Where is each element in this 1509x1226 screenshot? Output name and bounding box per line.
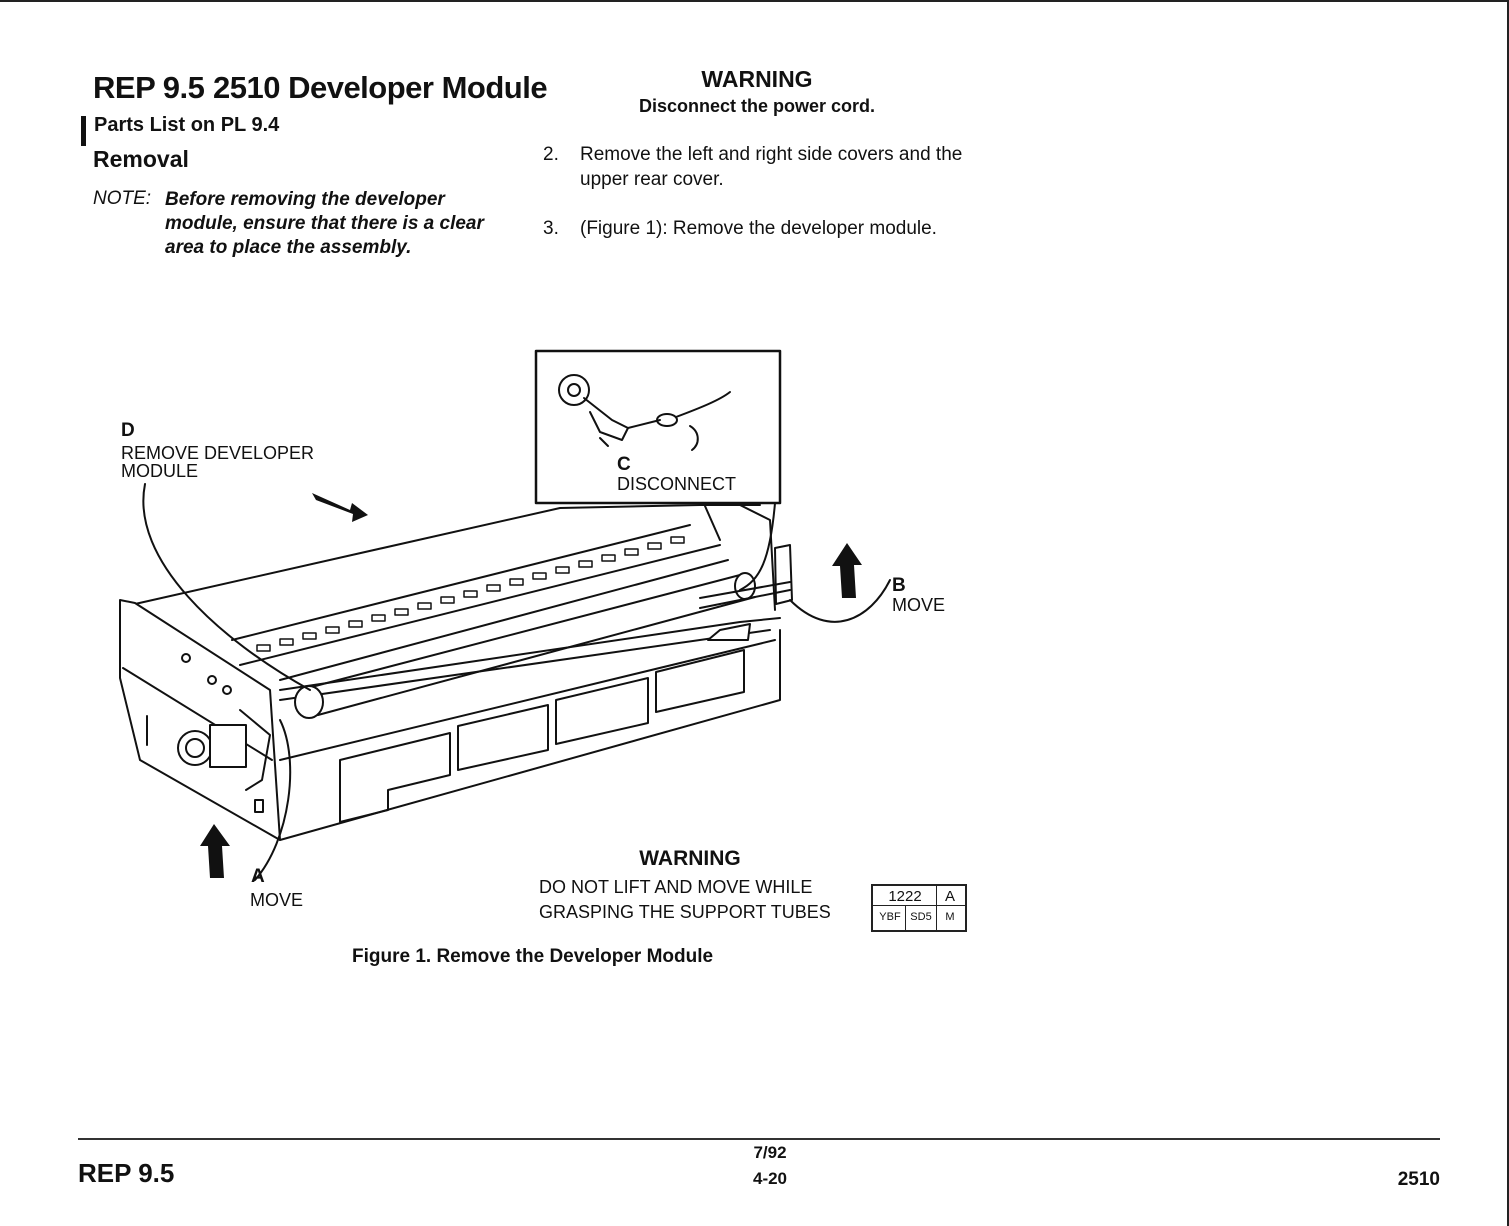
label-a: A [251,866,265,887]
note-label: NOTE: [93,188,152,209]
label-c-text: DISCONNECT [617,474,737,494]
parts-list-ref: Parts List on PL 9.4 [94,114,280,136]
warning-text: Disconnect the power cord. [638,96,876,116]
step-2-number: 2. [543,144,559,165]
figure-warning-text: DO NOT LIFT AND MOVE WHILE GRASPING THE … [539,875,831,925]
stamp-divider-v2 [905,905,906,930]
label-d-line-2: MODULE [121,461,199,481]
step-3-number: 3. [543,218,559,239]
label-d: D [121,420,135,441]
module-body [119,504,793,841]
footer-date: 7/92 [753,1143,787,1162]
change-bar [81,116,86,146]
page-right-border [1507,0,1509,1226]
figure-warning-title: WARNING [639,847,741,870]
stamp-c2: SD5 [910,911,932,923]
stamp-rev: A [944,888,955,905]
stamp-number: 1222 [888,888,922,905]
footer-page-number: 4-20 [752,1169,788,1188]
step-3-text: (Figure 1): Remove the developer module. [580,218,937,239]
figure-warning-line-2: GRASPING THE SUPPORT TUBES [539,902,831,922]
rep-number: REP 9.5 [93,70,205,105]
figure-warning-line-1: DO NOT LIFT AND MOVE WHILE [539,877,813,897]
stamp-c1: YBF [879,911,901,923]
label-b-text: MOVE [892,595,946,615]
page-top-border [0,0,1509,2]
slot-pattern [256,536,685,652]
label-b: B [892,575,906,596]
footer-rule [78,1138,1440,1140]
section-heading: Removal [93,146,189,172]
stamp-divider-v [936,886,937,930]
footer-model: 2510 [1397,1169,1440,1190]
leader-lines [142,483,891,881]
drawing-id-stamp: 1222 A YBF SD5 M [871,884,967,932]
arrow-b-icon [832,543,862,598]
arrow-d-icon [312,493,368,522]
title-text: 2510 Developer Module [213,70,548,105]
stamp-c3: M [945,911,955,923]
label-a-text: MOVE [250,890,304,910]
arrow-a-icon [200,824,230,878]
disconnect-inset [534,349,782,505]
step-2-text: Remove the left and right side covers an… [580,144,963,190]
warning-title: WARNING [701,66,813,92]
note-text: Before removing the developer module, en… [165,189,484,258]
figure-caption: Figure 1. Remove the Developer Module [352,946,714,967]
stamp-divider [873,905,965,906]
footer-rep: REP 9.5 [78,1158,175,1188]
label-c: C [617,454,631,475]
label-d-line-1: REMOVE DEVELOPER [121,443,315,463]
